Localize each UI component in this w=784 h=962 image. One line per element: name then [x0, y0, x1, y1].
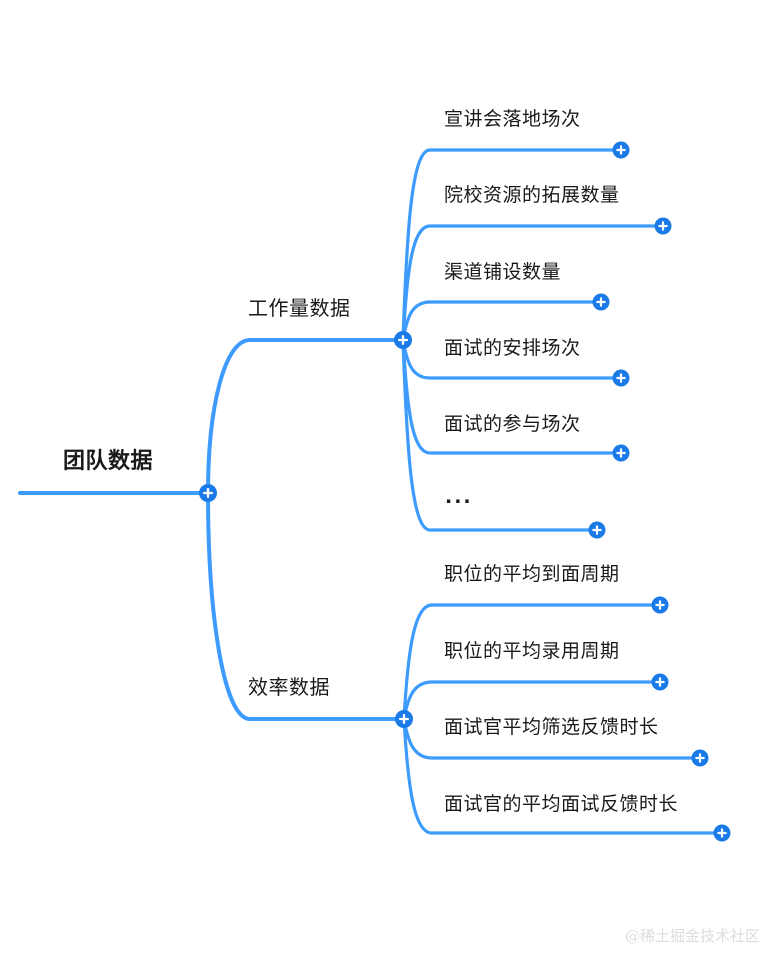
- branch-label-efficiency: 效率数据: [248, 675, 330, 699]
- leaf-label-workload-4: 面试的参与场次: [444, 413, 581, 435]
- leaf-edge-efficiency-3: [402, 717, 724, 835]
- leaf-node-workload-4[interactable]: [612, 444, 630, 462]
- leaf-label-workload-3: 面试的安排场次: [444, 337, 581, 359]
- leaf-label-efficiency-3: 面试官的平均面试反馈时长: [444, 793, 679, 815]
- leaf-edge-workload-1: [401, 224, 665, 342]
- plus-glyph: [599, 297, 603, 307]
- leaf-edge-workload-5: [401, 338, 599, 532]
- branch-edge-workload: [206, 338, 405, 495]
- leaf-node-efficiency-3[interactable]: [713, 824, 731, 842]
- leaf-edge-workload-0: [401, 148, 623, 342]
- leaf-label-efficiency-1: 职位的平均录用周期: [444, 640, 620, 662]
- branch-edge-efficiency: [206, 491, 406, 721]
- plus-glyph: [402, 713, 406, 725]
- leaf-edge-efficiency-0: [402, 603, 662, 721]
- nodes-layer: [199, 141, 731, 842]
- root-label: 团队数据: [63, 449, 154, 474]
- leaf-label-workload-5: ...: [445, 486, 473, 508]
- branch-node-efficiency[interactable]: [395, 710, 413, 728]
- plus-glyph: [619, 145, 623, 155]
- watermark: @稀土掘金技术社区: [624, 927, 760, 945]
- plus-glyph: [658, 600, 662, 610]
- plus-glyph: [720, 828, 724, 838]
- leaf-label-workload-2: 渠道铺设数量: [444, 261, 562, 283]
- branch-node-workload[interactable]: [394, 331, 412, 349]
- leaf-label-efficiency-2: 面试官平均筛选反馈时长: [444, 716, 659, 738]
- leaf-node-efficiency-0[interactable]: [651, 596, 669, 614]
- plus-glyph: [595, 525, 599, 535]
- leaf-node-workload-3[interactable]: [612, 369, 630, 387]
- leaf-node-workload-2[interactable]: [592, 293, 610, 311]
- plus-glyph: [661, 221, 665, 231]
- plus-glyph: [658, 677, 662, 687]
- leaf-node-workload-0[interactable]: [612, 141, 630, 159]
- leaf-label-workload-1: 院校资源的拓展数量: [444, 184, 620, 206]
- plus-glyph: [698, 753, 702, 763]
- root-node[interactable]: [199, 484, 217, 502]
- plus-glyph: [401, 334, 405, 346]
- leaf-node-efficiency-2[interactable]: [691, 749, 709, 767]
- leaf-node-workload-1[interactable]: [654, 217, 672, 235]
- plus-glyph: [619, 448, 623, 458]
- plus-glyph: [619, 373, 623, 383]
- leaf-label-workload-0: 宣讲会落地场次: [444, 108, 581, 130]
- leaf-node-workload-5[interactable]: [588, 521, 606, 539]
- leaf-node-efficiency-1[interactable]: [651, 673, 669, 691]
- branch-label-workload: 工作量数据: [248, 296, 351, 320]
- plus-glyph: [206, 487, 210, 499]
- leaf-label-efficiency-0: 职位的平均到面周期: [444, 563, 620, 585]
